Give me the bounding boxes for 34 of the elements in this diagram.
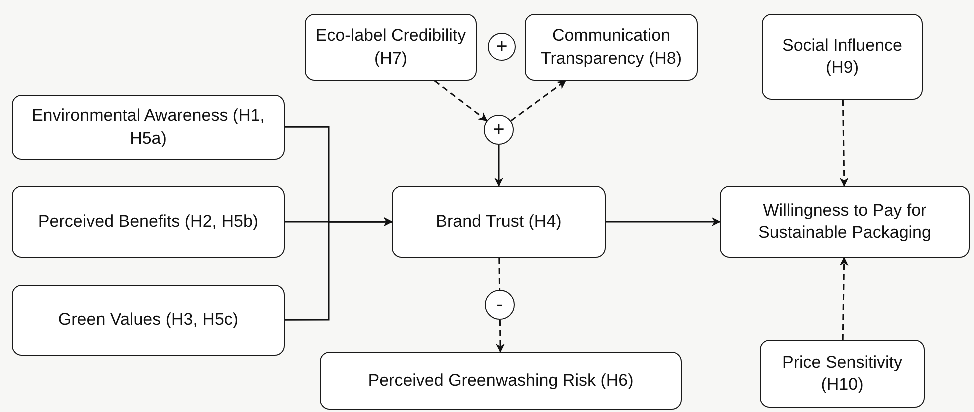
construct-box — [760, 340, 925, 408]
construct-label: Environmental Awareness (H1, H5a) — [30, 105, 266, 150]
construct-box — [12, 186, 285, 258]
construct-box — [320, 352, 682, 410]
construct-label: Perceived Benefits (H2, H5b) — [37, 210, 260, 233]
arrow — [510, 80, 567, 122]
operator-circle — [485, 290, 515, 320]
construct-label: Communication Transparency (H8) — [540, 25, 684, 70]
construct-label: Eco-label Credibility (H7) — [314, 25, 468, 70]
construct-box — [305, 14, 477, 81]
arrow — [606, 218, 721, 226]
construct-label: Green Values (H3, H5c) — [57, 309, 240, 332]
construct-box — [525, 14, 698, 81]
operator-sign: - — [496, 295, 504, 315]
arrow — [496, 320, 505, 353]
arrow — [285, 218, 393, 321]
construct-box — [392, 186, 606, 258]
operator-circle — [488, 33, 516, 61]
construct-label: Brand Trust (H4) — [435, 210, 563, 233]
construct-box — [12, 95, 285, 160]
arrow — [494, 145, 504, 187]
arrow — [434, 80, 488, 122]
operator-sign: + — [495, 37, 509, 57]
construct-box — [720, 186, 970, 258]
operator-circle — [484, 115, 514, 145]
construct-label: Perceived Greenwashing Risk (H6) — [367, 370, 635, 392]
construct-box — [12, 285, 285, 356]
operator-sign: + — [492, 120, 506, 140]
arrow — [840, 257, 849, 340]
construct-label: Social Influence (H9) — [781, 34, 904, 79]
arrow — [840, 100, 849, 187]
construct-label: Willingness to Pay for Sustainable Packaging — [758, 200, 932, 244]
construct-label: Price Sensitivity (H10) — [782, 352, 904, 396]
construct-box — [762, 14, 923, 100]
